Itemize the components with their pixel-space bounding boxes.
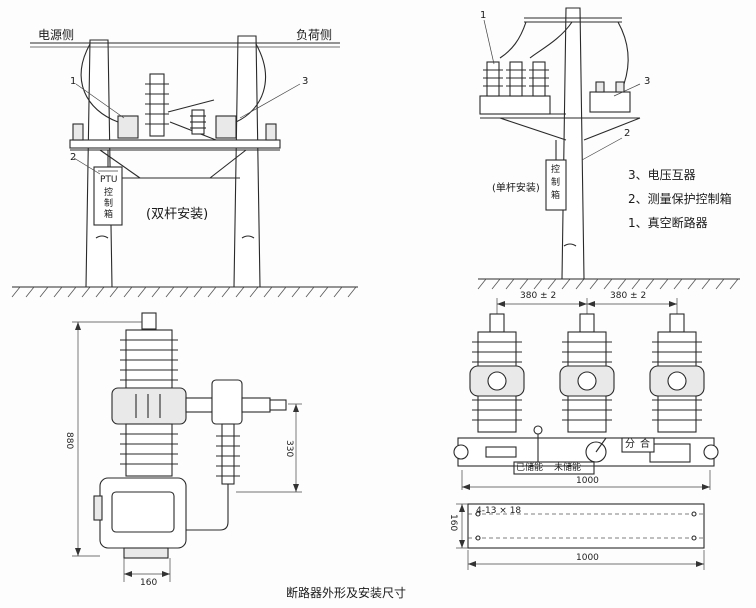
dim-160-front: 160 — [448, 514, 458, 532]
callout-3-left: 3 — [302, 76, 309, 87]
dim-width-upper: 1000 — [576, 476, 599, 486]
source-side-label: 电源侧 — [38, 28, 75, 42]
legend-item-3: 3、电压互器 — [628, 168, 696, 182]
load-side-label: 负荷侧 — [296, 28, 333, 42]
dim-height-880: 880 — [64, 432, 74, 450]
callout-1-right: 1 — [480, 10, 487, 21]
dim-width-lower: 1000 — [576, 553, 599, 563]
double-pole-installation — [11, 35, 358, 298]
callout-1-left: 1 — [70, 76, 77, 87]
breaker-front-view — [453, 298, 719, 570]
control-box-ptu: PTU — [100, 175, 118, 185]
right-control-box-char-2: 制 — [551, 178, 561, 188]
control-box-char-2: 制 — [104, 199, 114, 209]
callout-2-left: 2 — [70, 152, 77, 163]
dim-330: 330 — [284, 440, 294, 458]
dim-spacing-left: 380 ± 2 — [520, 291, 557, 301]
right-control-box-char-3: 箱 — [551, 191, 561, 201]
panel-label-uncharged: 未储能 — [554, 463, 582, 473]
switch-label-close: 合 — [640, 439, 650, 450]
breaker-side-view — [72, 312, 302, 582]
single-pole-caption: (单杆安装) — [492, 183, 540, 194]
legend-item-2: 2、测量保护控制箱 — [628, 192, 732, 206]
panel-label-charged: 已储能 — [516, 463, 544, 473]
control-box-char-1: 控 — [104, 188, 114, 198]
legend-item-1: 1、真空断路器 — [628, 216, 708, 230]
double-pole-caption: (双杆安装) — [146, 207, 209, 222]
switch-label-open: 分 — [625, 439, 635, 450]
dim-spacing-right: 380 ± 2 — [610, 291, 647, 301]
control-box-char-3: 箱 — [104, 210, 114, 220]
figure-caption: 断路器外形及安装尺寸 — [286, 586, 407, 600]
right-control-box-char-1: 控 — [551, 165, 561, 175]
hole-spec: 4-13 × 18 — [476, 506, 522, 516]
single-pole-installation — [477, 7, 740, 290]
dim-160-side: 160 — [140, 578, 158, 588]
callout-3-right: 3 — [644, 76, 651, 87]
callout-2-right: 2 — [624, 128, 631, 139]
